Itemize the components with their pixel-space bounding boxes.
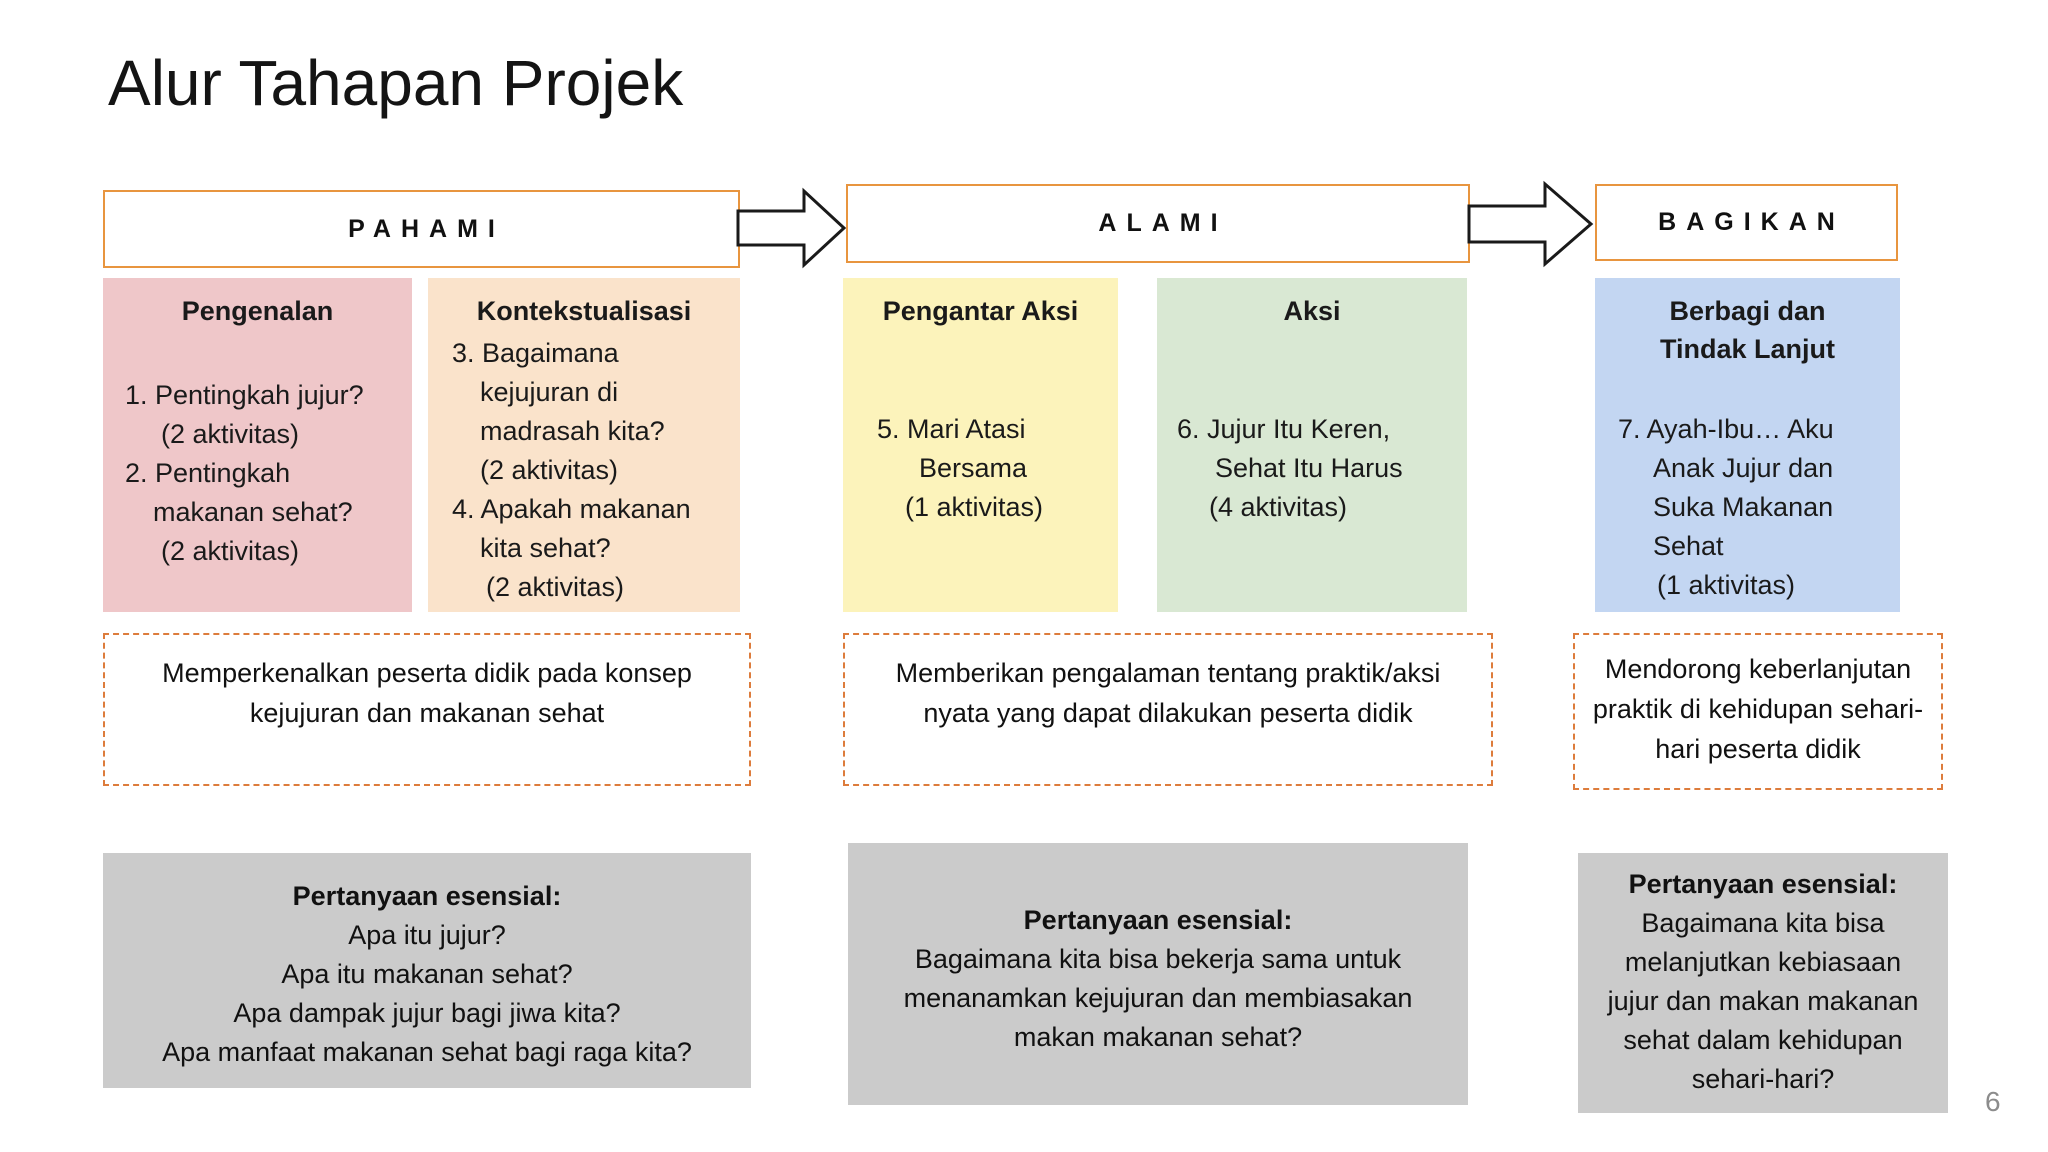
card-line: Bersama <box>919 453 1028 483</box>
card-line: 2. Pentingkah <box>125 458 291 488</box>
essential-question: jujur dan makan makanan <box>1607 986 1919 1016</box>
flow-arrow-icon <box>1467 180 1594 268</box>
card-line: Anak Jujur dan <box>1653 453 1834 483</box>
card-line: Sehat <box>1653 531 1724 561</box>
stage-description-box: Mendorong keberlanjutan praktik di kehid… <box>1573 633 1943 790</box>
card-line: (1 aktivitas) <box>905 492 1044 522</box>
card-line: (4 aktivitas) <box>1209 492 1348 522</box>
essential-heading: Pertanyaan esensial: <box>1628 869 1898 899</box>
essential-questions-box: Pertanyaan esensial: Bagaimana kita bisa… <box>1578 853 1948 1113</box>
card-title: Pengantar Aksi <box>882 296 1079 326</box>
stage-description-box: Memberikan pengalaman tentang praktik/ak… <box>843 633 1493 786</box>
card-line: madrasah kita? <box>480 416 665 446</box>
essential-heading: Pertanyaan esensial: <box>1023 905 1293 935</box>
card-line: kejujuran di <box>480 377 619 407</box>
card-title: Kontekstualisasi <box>476 296 692 326</box>
essential-question: Apa manfaat makanan sehat bagi raga kita… <box>162 1037 692 1067</box>
card-line: kita sehat? <box>480 533 611 563</box>
stage-description: Memberikan pengalaman tentang praktik/ak… <box>895 658 1441 728</box>
activity-card-berbagi: Berbagi dan Tindak Lanjut 7. Ayah-Ibu… A… <box>1595 278 1900 612</box>
flow-arrow-icon <box>736 187 847 269</box>
card-line: makanan sehat? <box>153 497 353 527</box>
card-line: 3. Bagaimana <box>452 338 619 368</box>
activity-card-pengenalan: Pengenalan 1. Pentingkah jujur? (2 aktiv… <box>103 278 412 612</box>
card-line: Sehat Itu Harus <box>1215 453 1403 483</box>
card-line: 1. Pentingkah jujur? <box>125 380 364 410</box>
card-title: Berbagi dan Tindak Lanjut <box>1659 296 1835 364</box>
essential-question: Bagaimana kita bisa <box>1641 908 1885 938</box>
essential-question: Apa dampak jujur bagi jiwa kita? <box>233 998 621 1028</box>
page-title: Alur Tahapan Projek <box>108 47 684 119</box>
card-title: Aksi <box>1283 296 1341 326</box>
card-title: Pengenalan <box>181 296 334 326</box>
card-line: (2 aktivitas) <box>486 572 625 602</box>
card-body: 7. Ayah-Ibu… Aku Anak Jujur dan Suka Mak… <box>1595 410 1900 605</box>
card-body: 6. Jujur Itu Keren, Sehat Itu Harus (4 a… <box>1157 410 1467 527</box>
stage-header-pahami: PAHAMI <box>103 190 740 268</box>
card-line: 7. Ayah-Ibu… Aku <box>1618 414 1834 444</box>
essential-heading: Pertanyaan esensial: <box>292 881 562 911</box>
stage-description-box: Memperkenalkan peserta didik pada konsep… <box>103 633 751 786</box>
essential-question: menanamkan kejujuran dan membiasakan <box>903 983 1413 1013</box>
essential-question: makan makanan sehat? <box>1013 1022 1303 1052</box>
essential-questions-box: Pertanyaan esensial: Apa itu jujur? Apa … <box>103 853 751 1088</box>
card-body: 1. Pentingkah jujur? (2 aktivitas) 2. Pe… <box>103 376 412 571</box>
activity-card-kontekstualisasi: Kontekstualisasi 3. Bagaimana kejujuran … <box>428 278 740 612</box>
stage-header-alami: ALAMI <box>846 184 1470 263</box>
essential-question: Apa itu makanan sehat? <box>281 959 573 989</box>
essential-question: Bagaimana kita bisa bekerja sama untuk <box>914 944 1402 974</box>
activity-card-aksi: Aksi 6. Jujur Itu Keren, Sehat Itu Harus… <box>1157 278 1467 612</box>
card-body: 5. Mari Atasi Bersama (1 aktivitas) <box>843 410 1118 527</box>
stage-header-bagikan: BAGIKAN <box>1595 184 1898 261</box>
stage-description: Mendorong keberlanjutan praktik di kehid… <box>1592 654 1924 764</box>
card-line: (1 aktivitas) <box>1657 570 1796 600</box>
card-line: 6. Jujur Itu Keren, <box>1177 414 1391 444</box>
card-line: Suka Makanan <box>1653 492 1834 522</box>
card-line: 5. Mari Atasi <box>877 414 1026 444</box>
essential-question: sehat dalam kehidupan <box>1623 1025 1903 1055</box>
essential-question: sehari-hari? <box>1691 1064 1835 1094</box>
card-line: 4. Apakah makanan <box>452 494 691 524</box>
page-number: 6 <box>1985 1086 2001 1117</box>
card-body: 3. Bagaimana kejujuran di madrasah kita?… <box>428 334 740 607</box>
card-line: (2 aktivitas) <box>161 419 300 449</box>
card-line: (2 aktivitas) <box>161 536 300 566</box>
stage-description: Memperkenalkan peserta didik pada konsep… <box>162 658 692 728</box>
activity-card-pengantar-aksi: Pengantar Aksi 5. Mari Atasi Bersama (1 … <box>843 278 1118 612</box>
essential-questions-box: Pertanyaan esensial: Bagaimana kita bisa… <box>848 843 1468 1105</box>
card-line: (2 aktivitas) <box>480 455 619 485</box>
essential-question: Apa itu jujur? <box>348 920 506 950</box>
essential-question: melanjutkan kebiasaan <box>1624 947 1902 977</box>
